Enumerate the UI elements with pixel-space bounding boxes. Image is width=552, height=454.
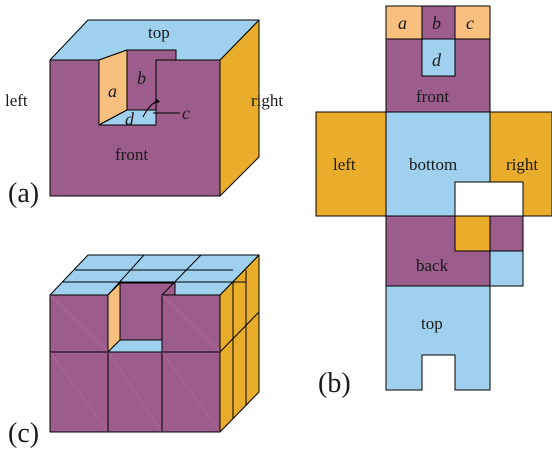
a-left-label: left (5, 91, 28, 110)
b-top-face (385, 285, 491, 391)
b-top-label: top (421, 314, 443, 333)
a-letter-b: b (137, 68, 146, 88)
a-letter-a: a (108, 81, 117, 101)
b-front-label: front (416, 87, 449, 106)
b-hole (454, 181, 524, 217)
panel-c-hatching (49, 294, 221, 433)
b-letter-d: d (432, 50, 442, 70)
a-letter-c: c (182, 103, 190, 123)
a-top-label: top (148, 23, 170, 42)
a-letter-d: d (125, 109, 135, 129)
panel-a (49, 19, 260, 197)
caption-a: (a) (8, 178, 39, 209)
b-back-notch-blue (489, 250, 524, 287)
b-cell-c (454, 5, 491, 40)
b-cell-b (421, 5, 456, 40)
b-cell-a (385, 5, 423, 40)
a-front-face (49, 59, 221, 197)
b-letter-c: c (466, 13, 474, 33)
b-back-label: back (416, 256, 449, 275)
b-cell-d (421, 38, 456, 77)
panel-a-labels: top left right front a b c d (a) (5, 23, 283, 209)
panel-c-labels: (c) (8, 418, 39, 449)
a-front-label: front (115, 145, 148, 164)
b-left-label: left (333, 155, 356, 174)
a-right-label: right (251, 91, 283, 110)
b-back-notch-purple (489, 215, 524, 252)
b-left-face (315, 111, 387, 217)
caption-b: (b) (318, 368, 351, 399)
a-arrow-head (153, 99, 160, 104)
b-letter-a: a (398, 13, 407, 33)
panel-c (49, 254, 260, 433)
b-back-notch-orange (454, 215, 491, 252)
b-bottom-label: bottom (409, 155, 457, 174)
b-right-label: right (506, 155, 538, 174)
c-top-grid-4 (161, 254, 202, 296)
panel-b (315, 5, 552, 391)
panel-b-labels: a b c d front left bottom right back top… (318, 13, 538, 399)
c-right-grid-h (219, 311, 260, 353)
b-letter-b: b (432, 13, 441, 33)
c-top-grid-3 (107, 254, 145, 296)
caption-c: (c) (8, 418, 39, 449)
